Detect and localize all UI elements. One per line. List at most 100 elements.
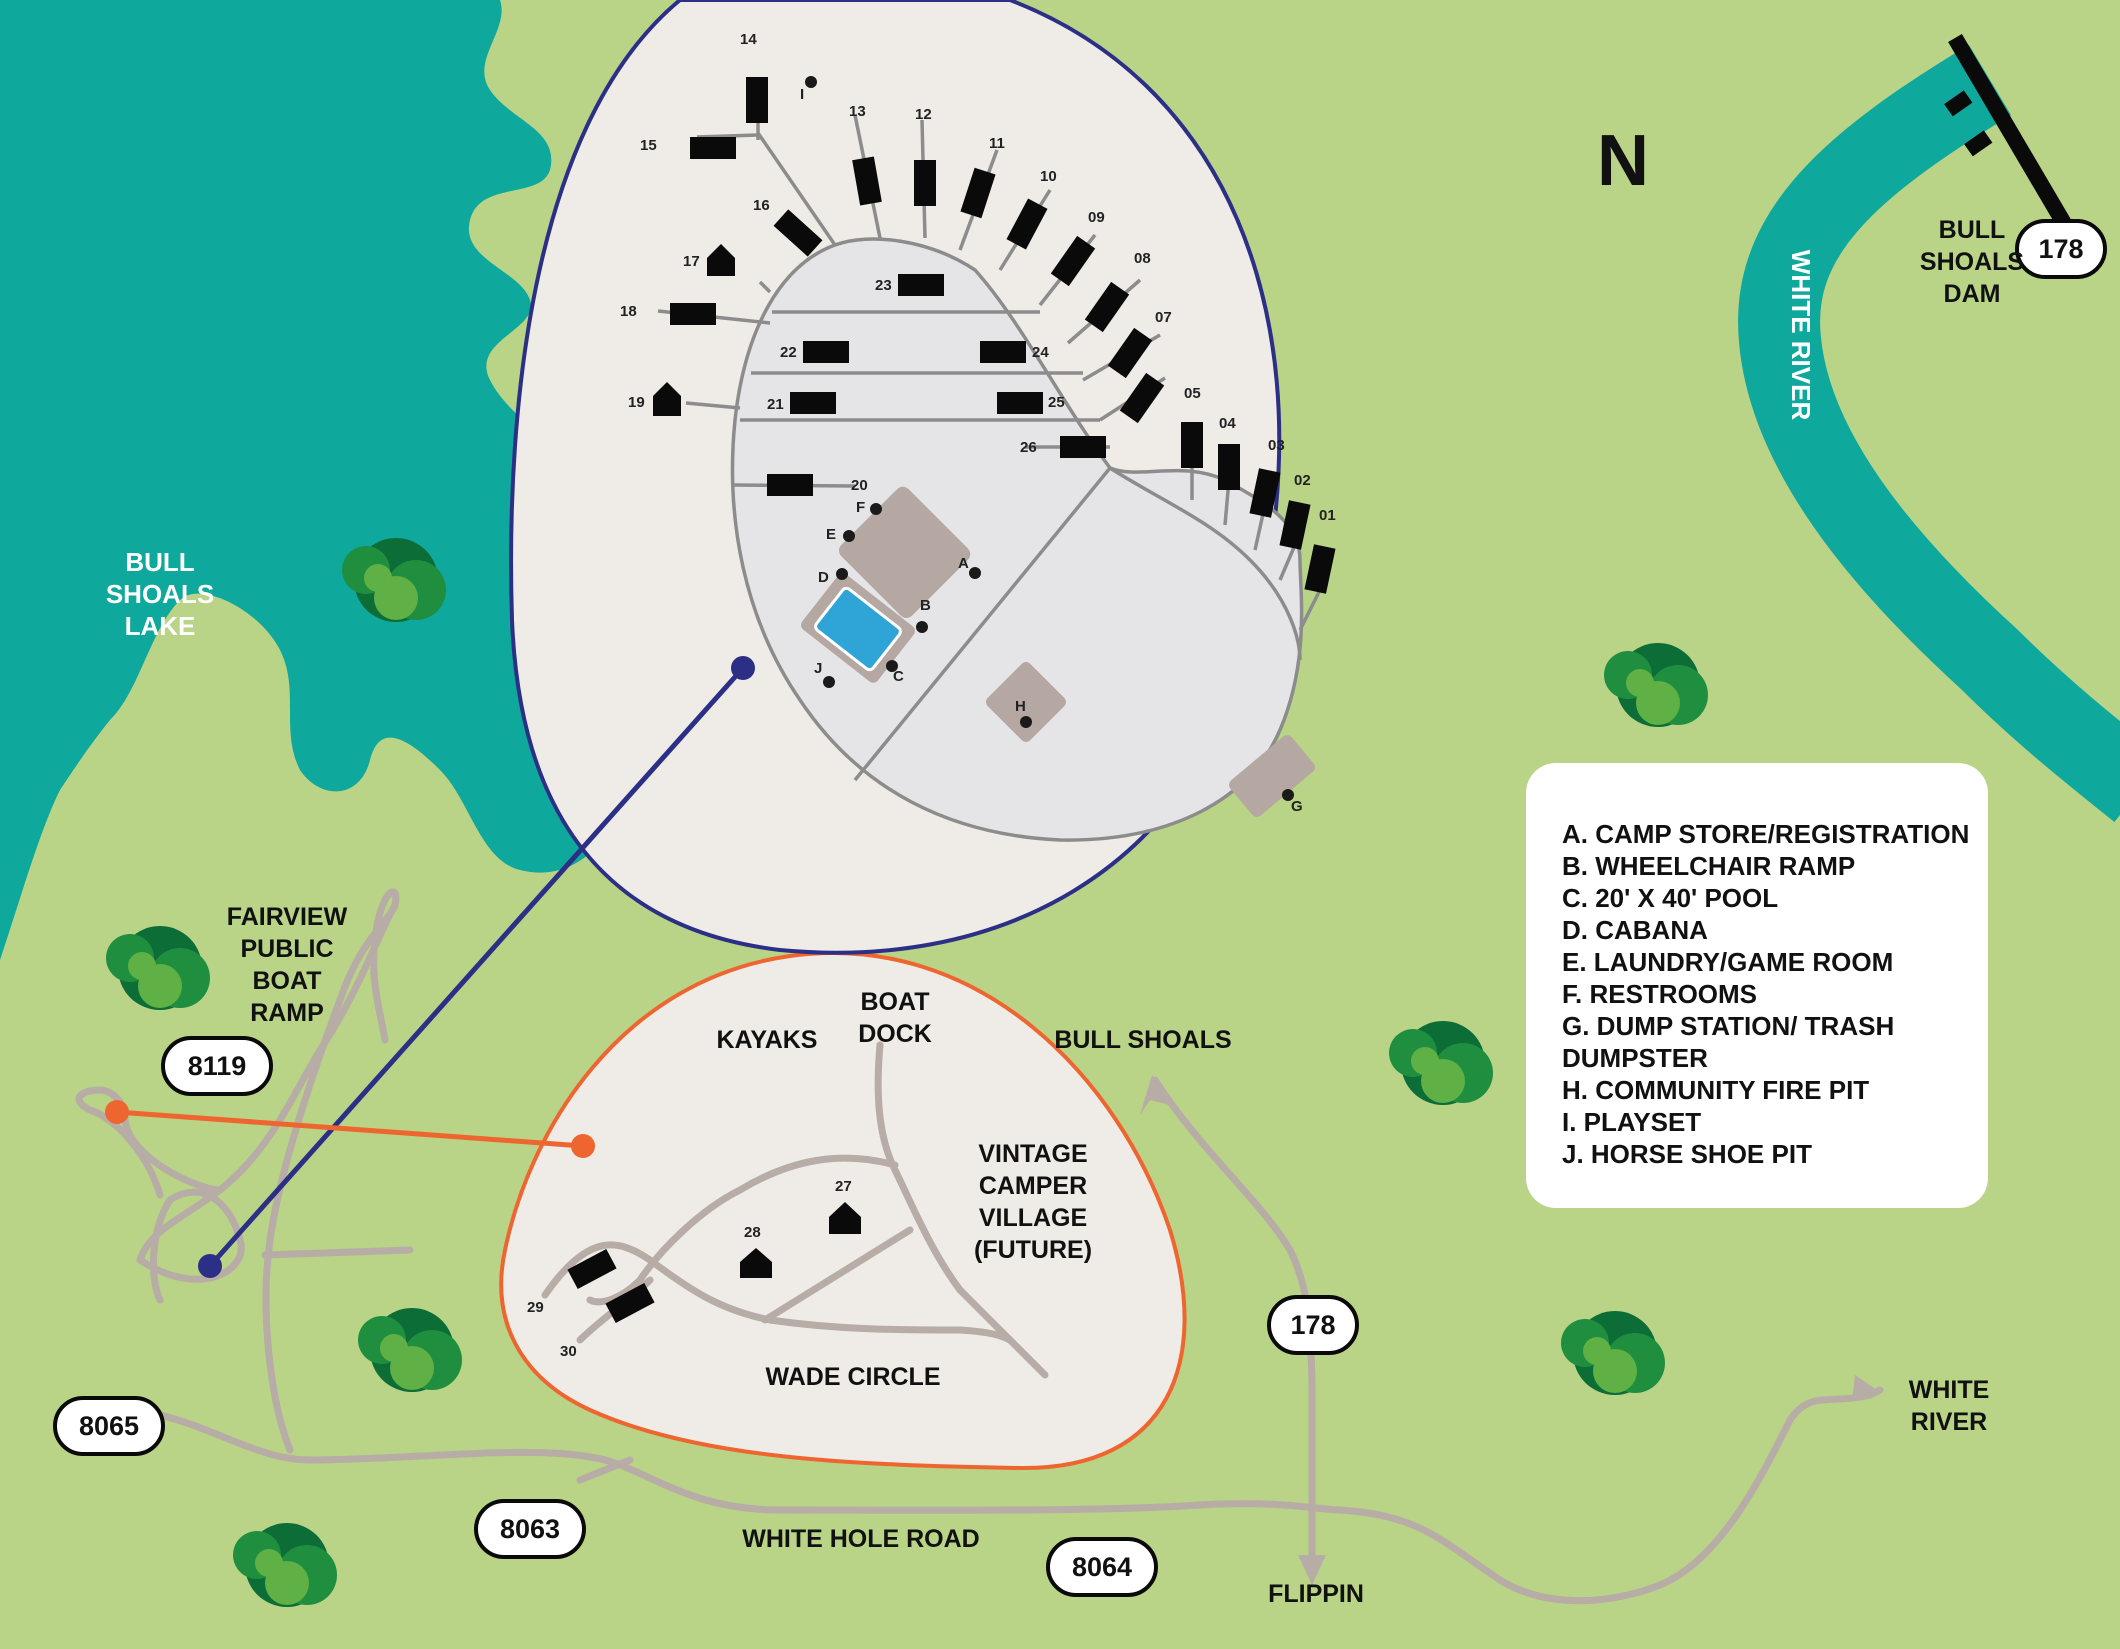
- tree-icon: [233, 1523, 337, 1607]
- site-label-15: 15: [640, 137, 657, 154]
- legend-item-A: A. CAMP STORE/REGISTRATION: [1562, 819, 1969, 849]
- tree-icon: [1389, 1021, 1493, 1105]
- route-shield-178-south: [1267, 1295, 1359, 1355]
- site-label-21: 21: [767, 396, 784, 413]
- site-label-08: 08: [1134, 250, 1151, 267]
- amenity-dot-F: [870, 503, 882, 515]
- site-label-13: 13: [849, 103, 866, 120]
- amenity-dot-D: [836, 568, 848, 580]
- camp-area: [730, 237, 1304, 842]
- campsite-22: [803, 341, 849, 363]
- legend-item-I: I. PLAYSET: [1562, 1107, 1701, 1137]
- cabin-icon-19: [653, 382, 681, 416]
- amenity-dot-J: [823, 676, 835, 688]
- campsite-14: [746, 77, 768, 123]
- amenity-points: [805, 76, 1294, 801]
- ramp-label-3: BOAT: [253, 967, 322, 995]
- site-label-18: 18: [620, 303, 637, 320]
- legend-item-G: G. DUMP STATION/ TRASH: [1562, 1011, 1894, 1041]
- site-label-30: 30: [560, 1343, 577, 1360]
- dam-label-3: DAM: [1944, 280, 2001, 308]
- route-shield-8065-label: 8065: [79, 1411, 139, 1441]
- site-label-02: 02: [1294, 472, 1311, 489]
- north-indicator: N: [1597, 121, 1649, 201]
- site-label-22: 22: [780, 344, 797, 361]
- site-label-09: 09: [1088, 209, 1105, 226]
- tree-icon: [342, 538, 446, 622]
- white-river-dir-label-1: WHITE: [1909, 1376, 1990, 1404]
- route-shield-8064: [1046, 1537, 1158, 1597]
- tree-icon: [106, 926, 210, 1010]
- campsite-05: [1181, 422, 1203, 468]
- campsite-30: [605, 1282, 655, 1324]
- white-river-label: WHITE RIVER: [1786, 250, 1816, 421]
- legend-item-J: J. HORSE SHOE PIT: [1562, 1139, 1812, 1169]
- dam-label-1: BULL: [1939, 216, 2006, 244]
- amenity-letter-H: H: [1015, 698, 1026, 715]
- campsite-23: [898, 274, 944, 296]
- route-shield-8063: [474, 1499, 586, 1559]
- lower-inset: 29 30 28 27 KAYAKS BOAT DOCK VINTAGE CAM…: [499, 951, 1187, 1471]
- road-ramp-north: [136, 901, 399, 1264]
- route-shield-8119: [161, 1036, 273, 1096]
- site-label-16: 16: [753, 197, 770, 214]
- amenity-letter-J: J: [814, 660, 822, 677]
- camp-store-building: [839, 486, 971, 618]
- camp-inner-roads: [740, 310, 1302, 782]
- site-label-05: 05: [1184, 385, 1201, 402]
- amenity-letter-F: F: [856, 499, 865, 516]
- site-label-25: 25: [1048, 394, 1065, 411]
- legend-item-B: B. WHEELCHAIR RAMP: [1562, 851, 1855, 881]
- vintage-label-1: VINTAGE: [978, 1140, 1087, 1168]
- lake-label-3: LAKE: [125, 611, 196, 641]
- legend-box: [1526, 763, 1988, 1208]
- cabin-icon-28: [740, 1248, 772, 1278]
- amenity-letter-E: E: [826, 526, 836, 543]
- ramp-label-2: PUBLIC: [240, 935, 333, 963]
- campsite-09: [1050, 235, 1096, 287]
- arrow-flippin: [1298, 1555, 1326, 1585]
- campsite-07: [1107, 327, 1153, 379]
- campsite-06: [1119, 372, 1165, 424]
- campsite-26: [1060, 436, 1106, 458]
- campsite-24: [980, 341, 1026, 363]
- route-shield-8119-label: 8119: [188, 1051, 247, 1081]
- route-shield-8065: [53, 1396, 165, 1456]
- tree-icon: [1604, 643, 1708, 727]
- campsite-21: [790, 392, 836, 414]
- campsite-02: [1279, 500, 1311, 550]
- site-label-11: 11: [989, 135, 1005, 152]
- trees: [106, 538, 1708, 1607]
- site-label-20: 20: [851, 477, 868, 494]
- cabin-icon-27: [829, 1202, 861, 1234]
- dump-station-area: [1229, 735, 1315, 817]
- cabin-icon-17: [707, 244, 735, 276]
- vintage-label-2: CAMPER: [979, 1172, 1087, 1200]
- site-label-07: 07: [1155, 309, 1172, 326]
- lake-finger: [110, 0, 170, 110]
- campsite-12: [914, 160, 936, 206]
- legend-item-D: D. CABANA: [1562, 915, 1708, 945]
- flippin-label: FLIPPIN: [1268, 1580, 1364, 1608]
- white-river: [1738, 44, 2120, 823]
- legend-item-H: H. COMMUNITY FIRE PIT: [1562, 1075, 1869, 1105]
- site-label-14: 14: [740, 31, 757, 48]
- tree-icon: [1561, 1311, 1665, 1395]
- site-label-26: 26: [1020, 439, 1037, 456]
- connector-upper-inset: [208, 666, 745, 1268]
- campsite-16: [773, 209, 823, 257]
- legend: A. CAMP STORE/REGISTRATION B. WHEELCHAIR…: [1526, 763, 1988, 1208]
- white-river-dir-label-2: RIVER: [1911, 1408, 1987, 1436]
- amenity-letter-D: D: [818, 569, 829, 586]
- connector-lower-start: [105, 1100, 129, 1124]
- site-label-03: 03: [1268, 437, 1285, 454]
- fire-pit-area: [986, 662, 1066, 742]
- amenity-dot-A: [969, 567, 981, 579]
- site-label-24: 24: [1032, 344, 1049, 361]
- route-shield-178-dam-label: 178: [2038, 234, 2083, 264]
- site-label-10: 10: [1040, 168, 1057, 185]
- route-shield-8063-label: 8063: [500, 1514, 560, 1544]
- wade-circle-label: WADE CIRCLE: [766, 1363, 941, 1391]
- amenity-letter-I: I: [800, 86, 804, 103]
- dam-gate: [1944, 90, 1973, 117]
